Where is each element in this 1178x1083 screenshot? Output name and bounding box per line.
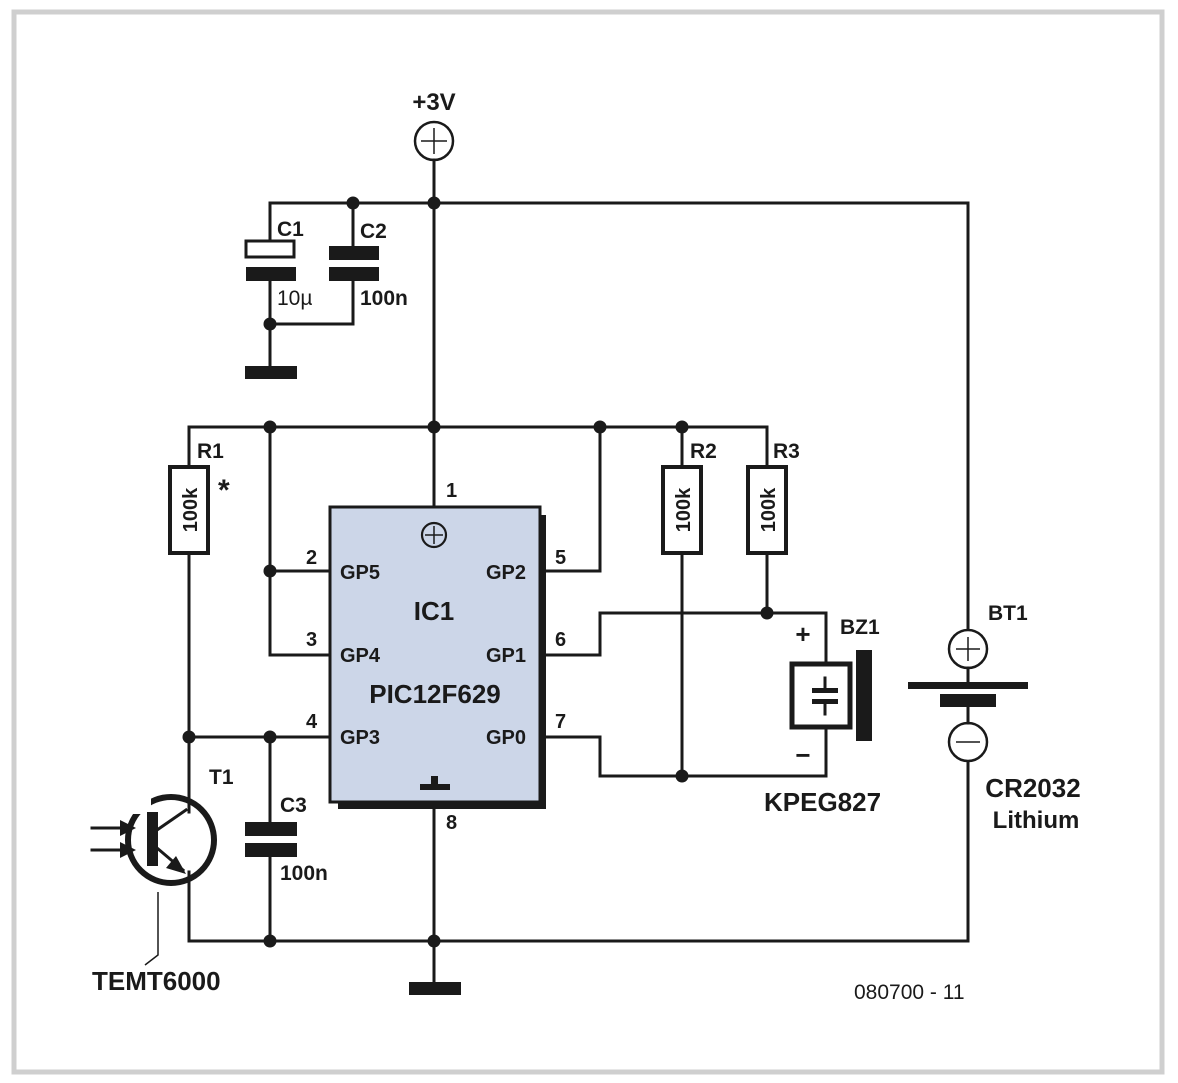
- capacitor-c3: C3 100n: [245, 794, 328, 885]
- pin-name-gp5: GP5: [340, 562, 380, 584]
- capacitor-c2: C2 100n: [329, 220, 408, 310]
- vdd-symbol: [420, 521, 448, 549]
- pin-number-1: 1: [446, 480, 457, 502]
- c3-ref: C3: [280, 794, 307, 817]
- t1-ref: T1: [209, 766, 234, 789]
- vss-symbol: [420, 784, 450, 790]
- resistor-r3: 100k R3: [746, 440, 800, 555]
- bt1-type: CR2032: [985, 773, 1080, 803]
- pin-number-3: 3: [306, 629, 317, 651]
- resistor-r2: 100k R2: [661, 440, 717, 555]
- ground-symbol-main: [409, 982, 461, 995]
- bt1-chemistry: Lithium: [993, 807, 1080, 834]
- r2-ref: R2: [690, 440, 717, 463]
- r1-value: 100k: [180, 487, 202, 532]
- r3-ref: R3: [773, 440, 800, 463]
- r2-value: 100k: [673, 487, 695, 532]
- r3-value: 100k: [758, 487, 780, 532]
- bz1-plus: +: [795, 619, 810, 649]
- wires: [187, 158, 970, 985]
- ic-part: PIC12F629: [369, 679, 501, 709]
- battery-bt1: BT1 CR2032 Lithium: [908, 602, 1081, 834]
- c3-value: 100n: [280, 862, 328, 885]
- ground-symbol-c1: [245, 366, 297, 379]
- pin-number-2: 2: [306, 547, 317, 569]
- c1-ref: C1: [277, 218, 304, 241]
- supply-label: +3V: [412, 89, 455, 116]
- pin-name-gp2: GP2: [486, 562, 526, 584]
- resistor-r1: 100k R1 *: [168, 440, 230, 555]
- r1-ref: R1: [197, 440, 224, 463]
- pin-name-gp0: GP0: [486, 727, 526, 749]
- supply-terminal: +3V: [412, 89, 456, 162]
- pin-number-7: 7: [555, 711, 566, 733]
- phototransistor-t1: T1 TEMT6000: [90, 766, 234, 996]
- c1-value: 10µ: [277, 287, 312, 310]
- capacitor-c1: C1 10µ: [244, 218, 312, 310]
- pin-name-gp3: GP3: [340, 727, 380, 749]
- bt1-ref: BT1: [988, 602, 1028, 625]
- pin-number-4: 4: [306, 711, 318, 733]
- ic-ref: IC1: [414, 596, 454, 626]
- bz1-ref: BZ1: [840, 616, 880, 639]
- bz1-part: KPEG827: [764, 787, 881, 817]
- ic-pic12f629: IC1 PIC12F629 GP5 GP4 GP3 GP2 GP1 GP0 1 …: [306, 480, 566, 834]
- pin-number-8: 8: [446, 812, 457, 834]
- t1-part: TEMT6000: [92, 966, 221, 996]
- bz1-minus: −: [795, 740, 810, 770]
- pin-name-gp1: GP1: [486, 645, 526, 667]
- pin-number-6: 6: [555, 629, 566, 651]
- r1-note: *: [218, 474, 230, 507]
- figure-code: 080700 - 11: [854, 981, 965, 1004]
- c2-ref: C2: [360, 220, 387, 243]
- pin-number-5: 5: [555, 547, 566, 569]
- junctions: [182, 196, 774, 948]
- t1-body: [125, 794, 217, 886]
- c2-value: 100n: [360, 287, 408, 310]
- pin-name-gp4: GP4: [340, 645, 381, 667]
- buzzer-bz1: + − BZ1 KPEG827: [764, 616, 881, 817]
- figure-frame: [11, 9, 1165, 1075]
